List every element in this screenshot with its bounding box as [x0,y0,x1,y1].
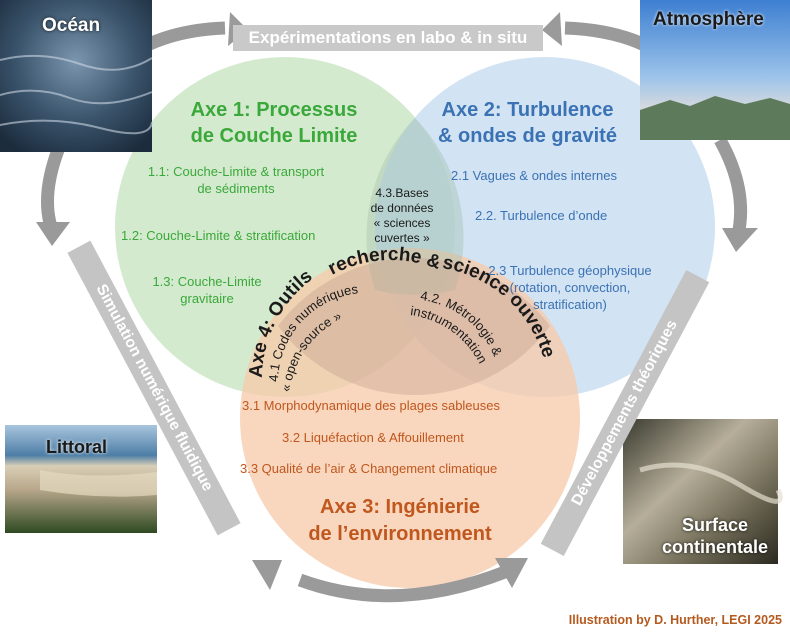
axe4-center-line4: cuvertes » [374,231,430,245]
axe1-title: Axe 1: Processus de Couche Limite [168,97,380,149]
atmosphere-photo [640,0,790,140]
axe3-title: Axe 3: Ingénierie de l’environnement [270,494,530,548]
axe1-axe2-overlap [366,118,464,295]
axe3-circle [240,248,580,588]
axe1-title-line1: Axe 1: Processus [190,99,358,121]
axe1-item1-line1: 1.1: Couche-Limite & transport [147,164,325,179]
axe2-item3-line1: 2.3 Turbulence géophysique [488,263,652,278]
axe1-item3-line1: 1.3: Couche-Limite [152,274,262,289]
top-banner: Expérimentations en labo & in situ [233,25,543,51]
axe2-title-line1: Axe 2: Turbulence [441,99,614,121]
axe1-item3: 1.3: Couche-Limite gravitaire [132,273,282,307]
axe1-item3-line2: gravitaire [180,291,234,306]
axe3-title-line2: de l’environnement [308,523,492,545]
axe2-title-line2: & ondes de gravité [438,125,617,147]
axe4-center-line1: 4.3.Bases [375,186,429,200]
ocean-photo [0,0,153,152]
axe1-item2: 1.2: Couche-Limite & stratification [121,228,316,243]
axe1-item1-line2: de sédiments [197,181,275,196]
axe2-item2: 2.2. Turbulence d’onde [475,208,608,223]
axe1-item1: 1.1: Couche-Limite & transport de sédime… [130,163,342,197]
illustration-credit: Illustration by D. Hurther, LEGI 2025 [568,613,782,627]
ocean-label: Océan [42,15,101,36]
littoral-photo [5,425,157,533]
axe4-center-line2: de données [370,201,434,215]
axe2-item3-line2: (rotation, convection, [509,280,631,295]
axe4-central-overlap [278,258,550,396]
axe2-title: Axe 2: Turbulence & ondes de gravité [420,97,635,149]
axe3-item3: 3.3 Qualité de l’air & Changement climat… [240,461,498,476]
axe3-title-line1: Axe 3: Ingénierie [319,496,481,518]
axe2-item1: 2.1 Vagues & ondes internes [451,168,617,183]
axe1-title-line2: de Couche Limite [190,125,358,147]
axe4-center-item: 4.3.Bases de données « sciences cuvertes… [352,186,452,246]
axe2-item3-line3: stratification) [533,297,607,312]
surface-label: Surface continentale [661,515,768,557]
axe2-item3: 2.3 Turbulence géophysique (rotation, co… [470,262,670,313]
atmosphere-label: Atmosphère [653,9,764,30]
axe3-item2: 3.2 Liquéfaction & Affouillement [282,430,464,445]
surface-photo [623,419,783,564]
axe4-center-line3: « sciences [373,216,431,230]
littoral-label: Littoral [46,437,107,457]
axe3-item1: 3.1 Morphodynamique des plages sableuses [242,398,501,413]
